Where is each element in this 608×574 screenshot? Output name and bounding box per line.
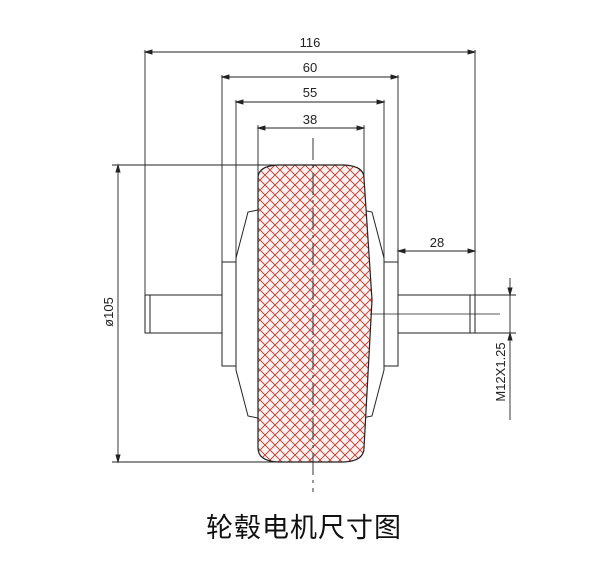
dim-diameter [112,163,278,464]
dim-tire-width [256,125,366,178]
dim-thread [475,278,516,420]
dim-shaft-length [396,248,477,262]
drawing-caption: 轮毂电机尺寸图 [206,513,402,544]
tire [257,164,373,463]
dim-shaft-length-label: 28 [430,235,444,250]
dim-diameter-label: ø105 [101,297,116,327]
dim-tire-width-label: 38 [303,112,317,127]
left-shaft [144,294,226,334]
dim-rim-width-label: 55 [303,85,317,100]
dim-hub-width [220,74,400,262]
dim-rim-width [234,99,386,258]
dim-thread-label: M12X1.25 [493,342,508,401]
dim-hub-width-label: 60 [303,60,317,75]
dim-overall-width [143,49,477,295]
dim-overall-width-label: 116 [300,35,321,50]
left-flange [221,209,259,419]
